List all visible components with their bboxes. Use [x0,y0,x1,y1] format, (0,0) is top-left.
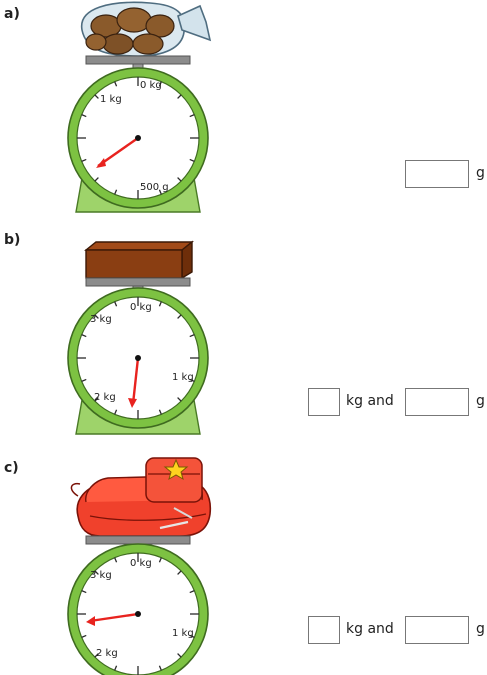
question-label-a: a) [4,6,20,22]
answer-box-b-grams[interactable] [405,388,469,416]
dial-tick [158,557,162,563]
brick-icon [84,240,194,280]
dial-label-0kg: 0 kg [130,302,152,313]
dial-tick [81,590,87,594]
dial-tick [81,378,87,382]
unit-label-b-kg-and: kg and [346,393,394,409]
dial-tick [189,114,195,118]
dial-label-0kg: 0 kg [140,80,162,91]
answer-box-b-kg[interactable] [308,388,340,416]
dial-label-3kg: 3 kg [90,314,112,325]
dial-tick [158,189,162,195]
dial-tick [177,314,182,319]
dial-label-2kg: 2 kg [94,392,116,403]
dial-tick [158,665,162,671]
question-label-b: b) [4,232,21,248]
dial-label-1kg: 1 kg [100,94,122,105]
dial-tick [94,314,99,319]
dial-needle [89,612,139,623]
dial-tick [94,94,99,99]
dial-tick [189,158,195,162]
dial-needle [131,357,140,405]
dial-tick [177,653,182,658]
answer-box-a-grams[interactable] [405,160,469,188]
dial-tick [94,570,99,575]
weighing-scale-c: 0 kg 1 kg 2 kg 3 kg [67,457,212,675]
dial-pivot [135,611,141,617]
dial-label-1kg: 1 kg [172,628,194,639]
scale-platform [85,55,191,65]
dial-label-1kg: 1 kg [172,372,194,383]
backpack-icon [70,457,212,537]
dial-tick [177,397,182,402]
dial-tick [114,557,118,563]
dial-tick [81,334,87,338]
unit-label-c-kg-and: kg and [346,621,394,637]
dial-tick [158,81,162,87]
dial-tick [114,301,118,307]
dial-tick [177,570,182,575]
dial-tick [177,94,182,99]
dial-label-500g: 500 g [140,182,169,193]
dial-tick [158,301,162,307]
dial-label-2kg: 2 kg [96,648,118,659]
dial-tick [189,334,195,338]
dial-tick [189,590,195,594]
unit-label-b-g: g [476,393,485,409]
scale-platform [85,277,191,287]
dial-tick [189,634,195,638]
unit-label-c-g: g [476,621,485,637]
dial-tick [114,189,118,195]
dial-pivot [135,135,141,141]
dial-label-3kg: 3 kg [90,570,112,581]
question-label-c: c) [4,460,19,476]
dial-tick [94,177,99,182]
weighing-scale-a: 0 kg 1 kg 500 g [67,1,212,213]
dial-label-0kg: 0 kg [130,558,152,569]
dial-tick [81,158,87,162]
dial-tick [94,397,99,402]
potato-bag-icon [81,1,212,57]
dial-tick [114,665,118,671]
unit-label-a-g: g [476,165,485,181]
scale-platform [85,535,191,545]
weighing-scale-b: 0 kg 1 kg 2 kg 3 kg [67,240,209,435]
dial-tick [158,409,162,415]
dial-tick [94,653,99,658]
answer-box-c-kg[interactable] [308,616,340,644]
dial-tick [189,378,195,382]
dial-tick [177,177,182,182]
dial-tick [81,634,87,638]
dial-tick [114,409,118,415]
dial-tick [81,114,87,118]
dial-pivot [135,355,141,361]
dial-tick [114,81,118,87]
answer-box-c-grams[interactable] [405,616,469,644]
